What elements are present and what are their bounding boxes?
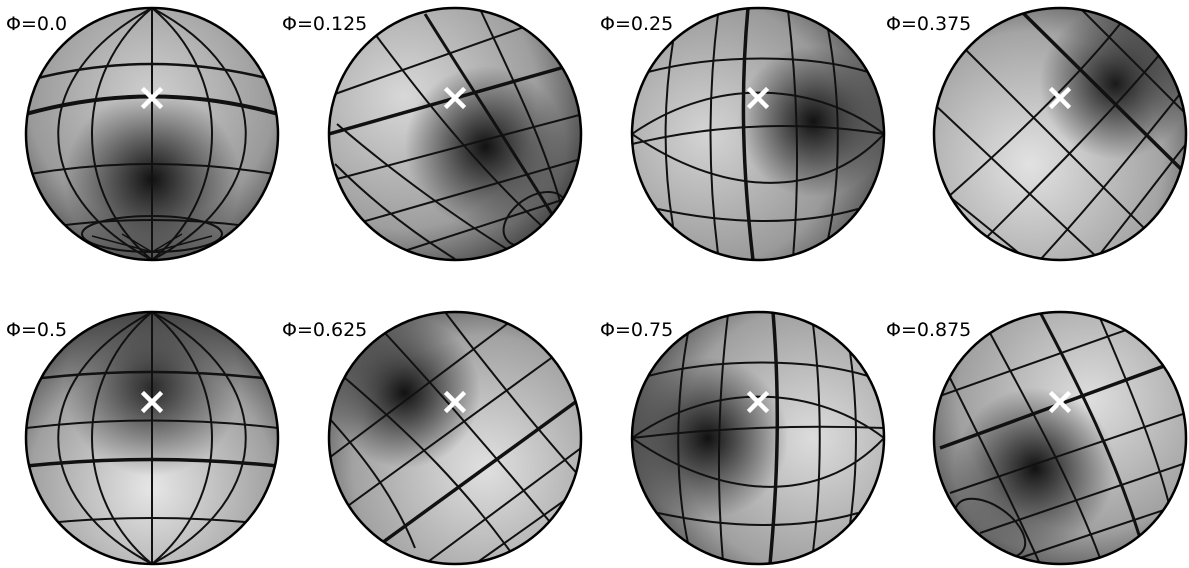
- panel-phase-0-125: [329, 8, 583, 260]
- phase-label: Φ=0.0: [6, 13, 67, 35]
- panel-phase-0-25: [632, 8, 884, 260]
- panel-phase-0-5: [26, 312, 278, 564]
- panel-phase-0-875: [934, 312, 1186, 568]
- phase-label: Φ=0.625: [282, 319, 367, 341]
- phase-label: Φ=0.875: [886, 319, 971, 341]
- phase-label: Φ=0.75: [600, 319, 673, 341]
- panel-phase-0-375: [934, 8, 1186, 260]
- phase-label: Φ=0.375: [886, 13, 971, 35]
- phase-label: Φ=0.5: [6, 319, 67, 341]
- panel-phase-0-625: [329, 312, 581, 564]
- phase-label: Φ=0.25: [600, 13, 673, 35]
- panel-phase-0-0: [26, 8, 278, 260]
- phase-label: Φ=0.125: [282, 13, 367, 35]
- panel-phase-0-75: [632, 312, 884, 564]
